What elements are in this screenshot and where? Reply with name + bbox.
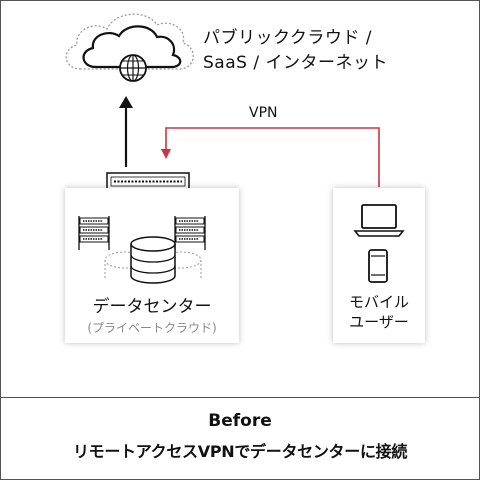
datacenter-sublabel: (プライベートクラウド) <box>87 321 217 335</box>
caption-title: Before <box>208 411 272 431</box>
vpn-label: VPN <box>249 105 278 121</box>
globe-icon <box>119 54 147 82</box>
mobile-users-label-line2: ユーザー <box>349 313 409 331</box>
server-rack-icon <box>174 216 206 250</box>
laptop-icon <box>353 204 405 237</box>
mobile-users-panel: モバイル ユーザー <box>333 188 425 343</box>
datacenter-panel: データセンター (プライベートクラウド) <box>65 188 239 343</box>
network-diagram <box>65 13 380 191</box>
mobile-users-label: モバイル ユーザー <box>333 292 425 332</box>
cloud-label-line1: パブリッククラウド / <box>203 28 372 48</box>
caption-divider <box>1 397 479 398</box>
cloud-label-line2: SaaS / インターネット <box>203 53 388 73</box>
uplink-arrow <box>119 96 133 167</box>
database-icon <box>130 236 176 284</box>
smartphone-icon <box>368 249 388 283</box>
cloud-icon <box>65 13 194 70</box>
datacenter-label: データセンター <box>92 297 212 317</box>
server-rack-icon <box>78 216 110 250</box>
caption-subtitle: リモートアクセスVPNでデータセンターに接続 <box>72 442 408 461</box>
vpn-connector <box>161 127 380 187</box>
mobile-users-label-line1: モバイル <box>348 293 409 311</box>
